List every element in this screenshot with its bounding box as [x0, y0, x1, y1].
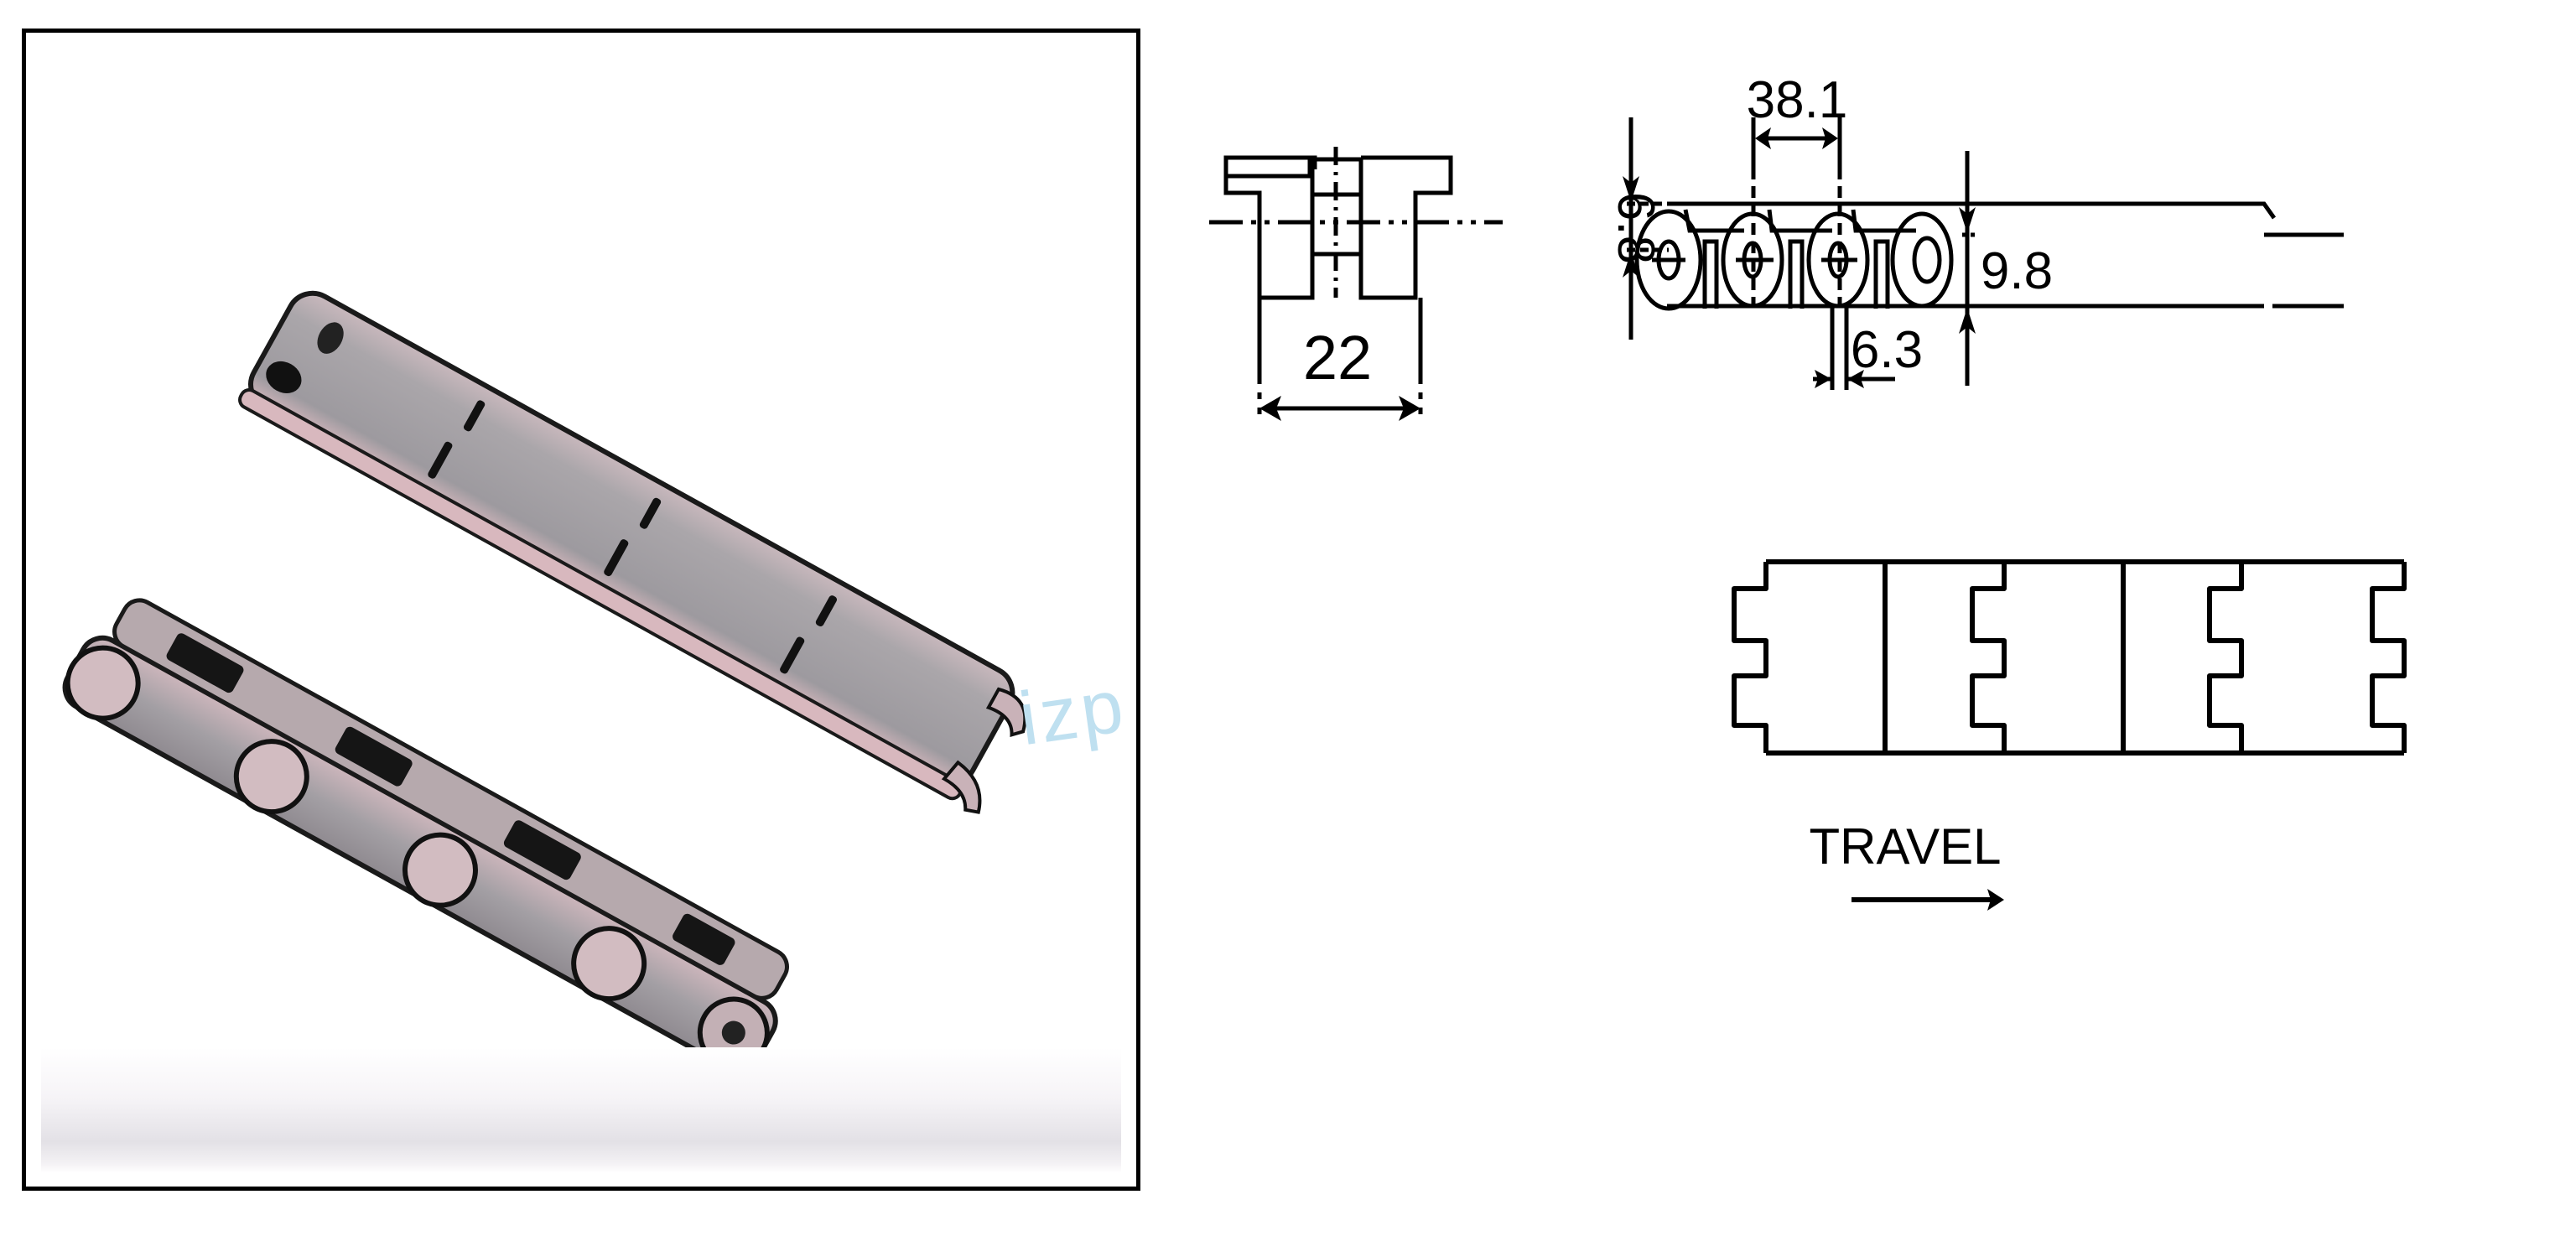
pitch-dimension-label: 38.1: [1747, 71, 1848, 129]
pin-height-dimension-label: 6.8: [1607, 192, 1665, 264]
width-dimension-label: 22: [1303, 323, 1372, 392]
travel-arrow-icon: [1852, 889, 2004, 911]
open-link-chain: [62, 598, 789, 1114]
slot-width-dimension-label: 6.3: [1851, 321, 1923, 379]
product-photo: izp: [22, 29, 1140, 1191]
travel-direction-label: TRAVEL: [1810, 818, 2002, 875]
side-view-drawing: 38.1 6.8 9.8 6.3: [1607, 71, 2344, 390]
total-height-dimension-label: 9.8: [1981, 242, 2053, 300]
flat-top-chain: [238, 290, 1027, 814]
photo-floor-shadow: [41, 1047, 1121, 1173]
end-view-drawing: 22: [1209, 147, 1503, 421]
top-view-drawing-final: TRAVEL: [1727, 537, 2449, 939]
watermark-text: izp: [1014, 663, 1132, 762]
link-windows: [166, 633, 735, 965]
chain-photo-illustration: [62, 290, 1027, 1114]
